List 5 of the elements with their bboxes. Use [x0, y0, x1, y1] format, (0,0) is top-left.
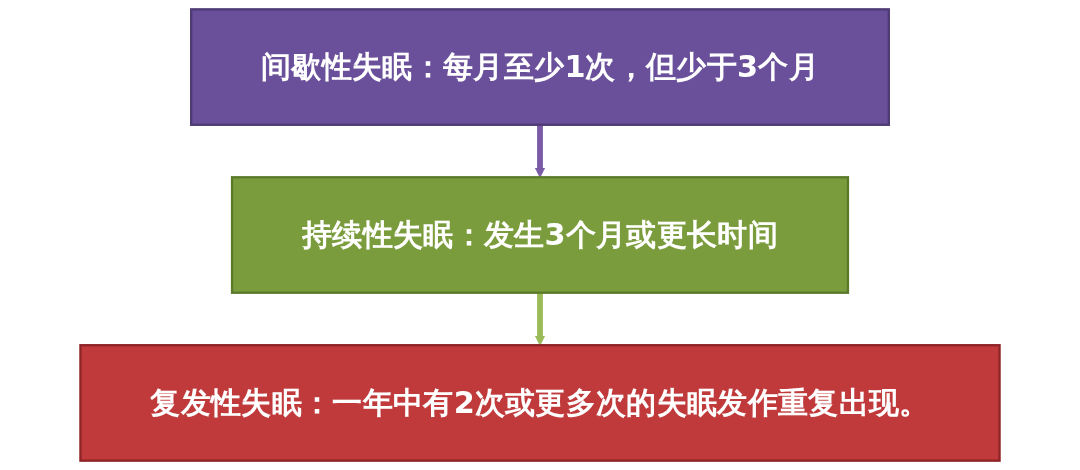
- arrow: [534, 124, 546, 178]
- node-box: 间歇性失眠：每月至少1次，但少于3个月: [190, 8, 890, 126]
- node-box: 复发性失眠：一年中有2次或更多次的失眠发作重复出现。: [79, 344, 1001, 462]
- node-box: 持续性失眠：发生3个月或更长时间: [230, 176, 850, 294]
- arrow: [534, 292, 546, 346]
